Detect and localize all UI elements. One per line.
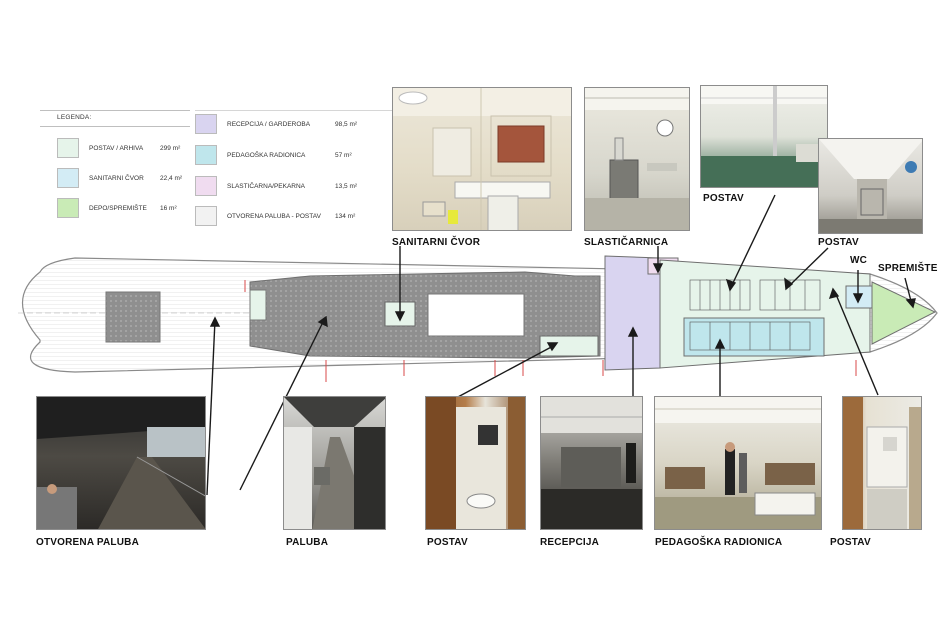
furniture-grid [689, 279, 821, 351]
caption-postav-bottom-2: POSTAV [830, 537, 871, 548]
legend-swatch [195, 114, 217, 134]
legend-label: OTVORENA PALUBA - POSTAV [227, 213, 321, 220]
photo-pedagoska-art [655, 397, 821, 529]
photo-postav-1-art [701, 86, 827, 187]
caption-postav-top-1: POSTAV [703, 193, 744, 204]
callout-arrows [206, 194, 916, 496]
photo-recepcija [540, 396, 643, 530]
caption-paluba: PALUBA [286, 537, 329, 548]
photo-otvorena-paluba [36, 396, 206, 530]
legend-rule-mid [40, 126, 190, 127]
photo-postav-b1 [425, 396, 526, 530]
caption-pedagoska: PEDAGOŠKA RADIONICA [655, 537, 783, 548]
legend-swatch [57, 138, 79, 158]
legend-swatch [57, 168, 79, 188]
legend-label: DEPO/SPREMIŠTE [89, 205, 147, 212]
caption-postav-top-2: POSTAV [818, 237, 859, 248]
caption-postav-bottom-1: POSTAV [427, 537, 468, 548]
zone-postav-lower [539, 335, 599, 357]
zone-postav-stern [249, 289, 267, 321]
open-hatch-area [427, 293, 525, 337]
photo-pedagoska [654, 396, 822, 530]
caption-recepcija: RECEPCIJA [540, 537, 600, 548]
legend-swatch [195, 145, 217, 165]
legend-rule-top [40, 110, 190, 111]
photo-sanitarni-cvor [392, 87, 572, 231]
photo-postav-b1-art [426, 397, 525, 529]
legend: LEGENDA: POSTAV / ARHIVA 299 m² SANITARN… [40, 104, 395, 234]
photo-postav-1 [700, 85, 828, 188]
legend-label: RECEPCIJA / GARDEROBA [227, 121, 311, 128]
legend-label: PEDAGOŠKA RADIONICA [227, 152, 306, 159]
photo-recepcija-art [541, 397, 642, 529]
photo-postav-2 [818, 138, 923, 234]
zone-pedagoska [683, 317, 825, 357]
legend-rule-right [195, 110, 395, 111]
legend-title: LEGENDA: [57, 114, 92, 121]
photo-slasticarnica-art [585, 88, 689, 230]
caption-otvorena-paluba: OTVORENA PALUBA [36, 537, 139, 548]
caption-slasticarnica: SLASTIČARNICA [584, 237, 669, 248]
photo-postav-2-art [819, 139, 922, 233]
caption-wc: WC [850, 255, 868, 266]
legend-value: 57 m² [335, 152, 352, 159]
legend-value: 22,4 m² [160, 175, 183, 182]
legend-value: 134 m² [335, 213, 356, 220]
photo-otvorena-art [37, 397, 205, 529]
stern-block [105, 291, 161, 343]
zone-depo [871, 281, 937, 345]
legend-value: 16 m² [160, 205, 177, 212]
legend-swatch [195, 206, 217, 226]
legend-value: 299 m² [160, 145, 181, 152]
photo-slasticarnica [584, 87, 690, 231]
caption-sanitarni-cvor: SANITARNI ČVOR [392, 237, 481, 248]
legend-swatch [195, 176, 217, 196]
photo-postav-b2-art [843, 397, 921, 529]
legend-label: POSTAV / ARHIVA [89, 145, 144, 152]
legend-value: 98,5 m² [335, 121, 358, 128]
legend-swatch [57, 198, 79, 218]
photo-paluba [283, 396, 386, 530]
legend-value: 13,5 m² [335, 183, 358, 190]
photo-sanitarni-art [393, 88, 571, 230]
photo-postav-b2 [842, 396, 922, 530]
legend-label: SANITARNI ČVOR [89, 175, 144, 182]
caption-spremiste: SPREMIŠTE [878, 263, 938, 274]
legend-label: SLASTIČARNA/PEKARNA [227, 183, 306, 190]
photo-paluba-art [284, 397, 385, 529]
